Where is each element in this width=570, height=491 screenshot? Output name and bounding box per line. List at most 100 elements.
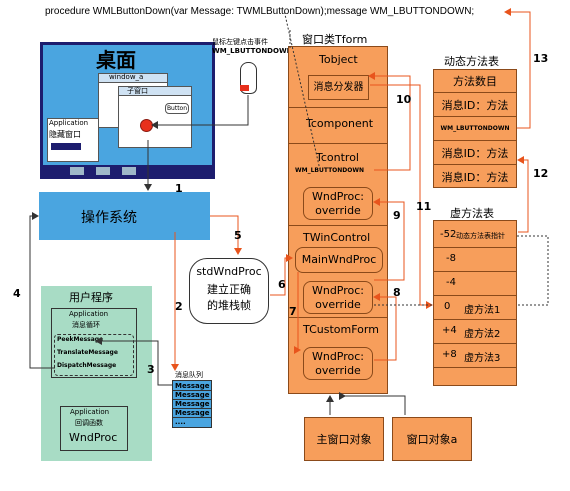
taskbar-button[interactable] xyxy=(70,167,84,175)
step-number-11: 11 xyxy=(416,200,432,213)
step-number-13: 13 xyxy=(533,52,549,65)
vmt-row: 0 虚方法1 xyxy=(434,295,516,319)
step-number-3: 3 xyxy=(147,363,155,376)
dynamic-row: 消息ID：方法 xyxy=(434,140,516,164)
vmt-idx: 0 xyxy=(444,301,451,312)
virtual-table-title: 虚方法表 xyxy=(450,207,494,220)
step-number-8: 8 xyxy=(393,286,401,299)
queue-item: .... xyxy=(175,418,186,426)
step-number-1: 1 xyxy=(175,182,183,195)
tcontrol-wndproc-line2: override xyxy=(315,203,361,217)
tcontrol-msg: WM_LBUTTONDOWN xyxy=(295,167,365,174)
peekmessage-item: PeekMessage xyxy=(57,336,104,343)
window-a-title: window_a xyxy=(109,73,144,81)
stdwndproc-text2: 的堆栈帧 xyxy=(207,299,251,312)
os-box: 操作系统 xyxy=(39,192,210,240)
mainwndproc-box: MainWndProc xyxy=(295,247,383,273)
queue-title: 消息队列 xyxy=(175,371,203,379)
dispatcher-box: 消息分发器 xyxy=(308,75,369,100)
tcontrol-label: Tcontrol xyxy=(316,151,359,164)
tform-title: 窗口类Tform xyxy=(302,33,368,46)
callback-app: Application xyxy=(70,408,110,416)
stdwndproc-title: stdWndProc xyxy=(196,265,262,278)
tcontrol-wndproc: WndProc:override xyxy=(303,187,373,220)
mouse-icon xyxy=(240,62,257,94)
vmt-idx: -4 xyxy=(446,277,456,288)
step-number-2: 2 xyxy=(175,300,183,313)
twincontrol-label: TWinControl xyxy=(303,231,371,244)
callback-box: Application 回调函数 WndProc xyxy=(60,406,128,451)
message-loop-box: Application 消息循环 PeekMessage TranslateMe… xyxy=(51,308,137,378)
twincontrol-wndproc: WndProc:override xyxy=(303,281,373,314)
vmt-idx: +8 xyxy=(442,349,457,360)
vmt-row: +4 虚方法2 xyxy=(434,319,516,343)
dynamic-table-title: 动态方法表 xyxy=(444,55,499,68)
taskbar-button[interactable] xyxy=(96,167,110,175)
procedure-signature: procedure WMLButtonDown(var Message: TWM… xyxy=(45,6,475,17)
step-number-9: 9 xyxy=(393,209,401,222)
tcf-wndproc-line2: override xyxy=(315,363,361,377)
mouse-event-name: WM_LBUTTONDOWN xyxy=(212,47,293,55)
vmt-idx: -52 xyxy=(440,229,457,240)
vmt-text: 虚方法3 xyxy=(464,353,501,364)
queue-item: Message xyxy=(175,391,210,399)
tcomponent-label: Tcomponent xyxy=(306,117,374,130)
step-number-12: 12 xyxy=(533,167,549,180)
message-queue: Message Message Message Message .... xyxy=(172,380,212,428)
window-a-object: 窗口对象a xyxy=(392,417,472,461)
button-widget[interactable]: Button xyxy=(165,103,189,114)
taskbar-button[interactable] xyxy=(122,167,136,175)
child-window[interactable]: 子窗口 Button xyxy=(118,86,192,148)
dynamic-row: 消息ID：方法 xyxy=(434,164,516,188)
message-loop-label: 消息循环 xyxy=(72,321,100,329)
dispatchmessage-item: DispatchMessage xyxy=(57,362,117,369)
hidden-app-label2: 隐藏窗口 xyxy=(49,130,81,139)
hidden-app-label: Application xyxy=(49,119,89,127)
callback-wndproc: WndProc xyxy=(69,431,118,444)
message-loop-app: Application xyxy=(69,310,109,318)
dynamic-table: 方法数目 消息ID：方法 WM_LBUTTONDOWN 消息ID：方法 消息ID… xyxy=(433,69,517,188)
stdwndproc-text: 建立正确 xyxy=(207,283,251,296)
vmt-idx: +4 xyxy=(442,325,457,336)
queue-item: Message xyxy=(175,400,210,408)
vmt-idx: -8 xyxy=(446,253,456,264)
translatemessage-item: TranslateMessage xyxy=(57,349,118,356)
queue-item: Message xyxy=(175,409,210,417)
tcustomform-label: TCustomForm xyxy=(303,323,379,336)
dynamic-row: 消息ID：方法 xyxy=(434,92,516,116)
main-window-object: 主窗口对象 xyxy=(304,417,384,461)
vmt-text: 虚方法1 xyxy=(464,305,501,316)
message-methods: PeekMessage TranslateMessage DispatchMes… xyxy=(54,334,134,376)
tform-class: Tobject 消息分发器 Tcomponent Tcontrol WM_LBU… xyxy=(288,46,388,394)
user-program-title: 用户程序 xyxy=(69,291,113,304)
stdwndproc-box: stdWndProc 建立正确 的堆栈帧 xyxy=(189,258,269,324)
hidden-app-window: Application 隐藏窗口 xyxy=(47,118,99,162)
vmt-row: -8 xyxy=(434,247,516,271)
twin-wndproc-line1: WndProc: xyxy=(311,283,365,297)
tcustomform-wndproc: WndProc:override xyxy=(303,347,373,380)
vmt-row: +8 虚方法3 xyxy=(434,343,516,367)
queue-item: Message xyxy=(175,382,210,390)
step-number-7: 7 xyxy=(289,305,297,318)
vmt-row: -52 动态方法表指针 xyxy=(434,221,516,247)
mouse-caption: 鼠标左键点击事件 xyxy=(212,38,268,46)
tcontrol-wndproc-line1: WndProc: xyxy=(311,189,365,203)
tcf-wndproc-line1: WndProc: xyxy=(311,349,365,363)
step-number-10: 10 xyxy=(396,93,412,106)
step-number-5: 5 xyxy=(234,229,242,242)
user-program-panel: 用户程序 Application 消息循环 PeekMessage Transl… xyxy=(41,286,152,461)
twin-wndproc-line2: override xyxy=(315,297,361,311)
dynamic-row-wm: WM_LBUTTONDOWN xyxy=(434,116,516,140)
step-number-4: 4 xyxy=(13,287,21,300)
vmt-text: 动态方法表指针 xyxy=(456,232,505,240)
tobject-label: Tobject xyxy=(319,53,358,66)
desktop-title: 桌面 xyxy=(96,48,136,72)
dynamic-row: 方法数目 xyxy=(453,75,497,88)
vmt-text: 虚方法2 xyxy=(464,329,501,340)
step-number-6: 6 xyxy=(278,278,286,291)
vmt-row: -4 xyxy=(434,271,516,295)
child-window-title: 子窗口 xyxy=(127,87,148,95)
os-label: 操作系统 xyxy=(81,210,137,226)
virtual-table: -52 动态方法表指针 -8 -4 0 虚方法1 +4 虚方法2 +8 虚方法3 xyxy=(433,220,517,386)
